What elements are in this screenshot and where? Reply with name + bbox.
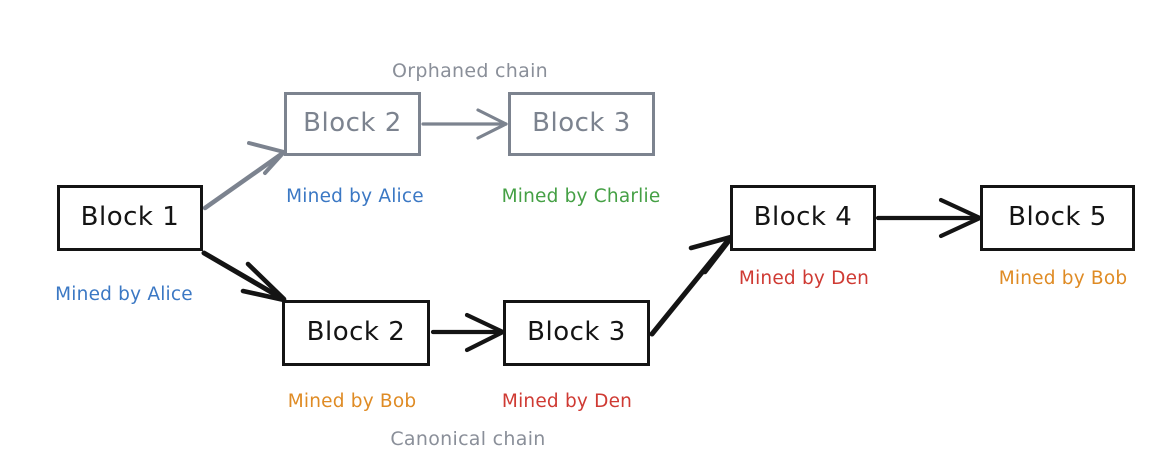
block-node-block-2-orphaned[interactable]: Block 2 [284, 92, 421, 156]
orphaned-chain-note: Orphaned chain [392, 60, 548, 82]
arrow-block3-to-block4 [649, 234, 735, 337]
miner-caption-block-4: Mined by Den [738, 268, 870, 289]
block-node-block-4[interactable]: Block 4 [730, 185, 876, 251]
arrow-block2-to-block3 [430, 312, 506, 353]
block-label: Block 3 [527, 317, 626, 347]
block-node-block-3-orphaned[interactable]: Block 3 [508, 92, 655, 156]
block-label: Block 4 [753, 202, 853, 232]
arrow-block4-to-block5 [875, 197, 983, 239]
block-label: Block 2 [306, 317, 406, 347]
arrow-orphan-block2-to-block3 [421, 108, 508, 140]
block-node-block-1[interactable]: Block 1 [57, 185, 203, 251]
miner-caption-block-2-canonical: Mined by Bob [287, 391, 417, 412]
block-node-block-5[interactable]: Block 5 [980, 185, 1135, 251]
block-node-block-3-canonical[interactable]: Block 3 [503, 300, 650, 366]
arrow-block1-to-block2 [201, 250, 287, 303]
miner-caption-block-3-orphaned: Mined by Charlie [501, 186, 661, 207]
block-label: Block 5 [1008, 202, 1107, 232]
block-label: Block 3 [532, 108, 631, 138]
canonical-chain-note: Canonical chain [390, 428, 546, 450]
block-label: Block 2 [303, 108, 402, 138]
arrow-block1-to-orphan-block2 [202, 141, 286, 211]
miner-caption-block-1: Mined by Alice [55, 284, 193, 305]
miner-caption-block-3-canonical: Mined by Den [501, 391, 633, 412]
block-node-block-2-canonical[interactable]: Block 2 [282, 300, 430, 366]
miner-caption-block-5: Mined by Bob [998, 268, 1128, 289]
miner-caption-block-2-orphaned: Mined by Alice [286, 186, 424, 207]
block-label: Block 1 [80, 202, 180, 232]
